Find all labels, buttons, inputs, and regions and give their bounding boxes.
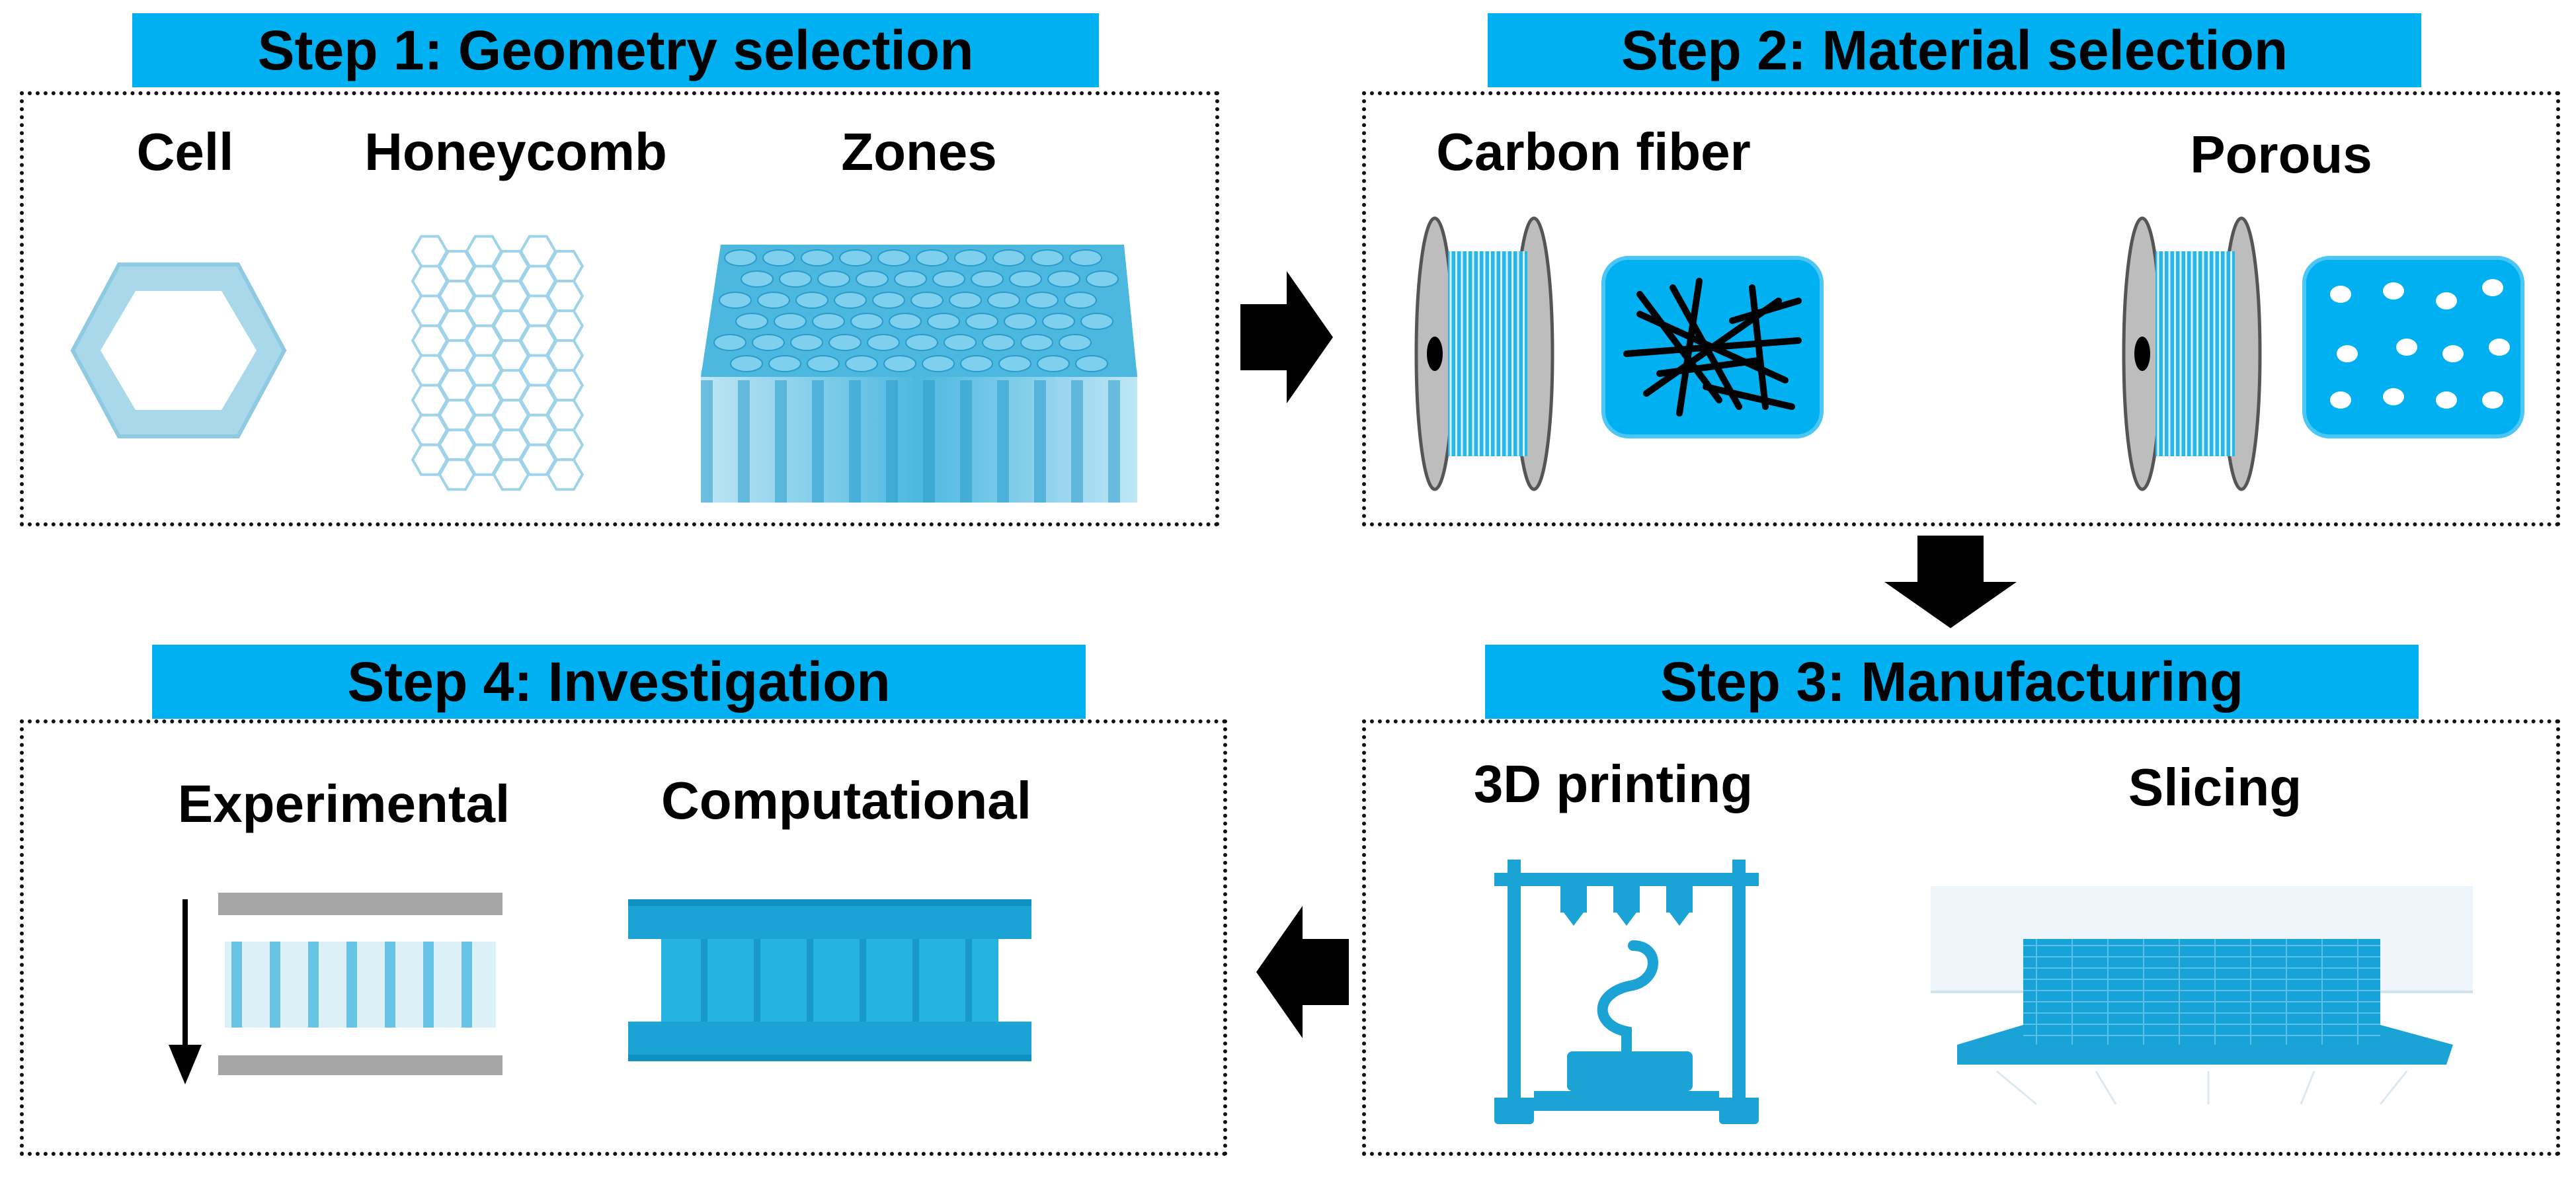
porous-material-icon <box>2302 256 2524 438</box>
computational-label: Computational <box>661 771 1031 830</box>
compression-test-icon <box>169 893 503 1084</box>
simulation-model-icon <box>628 899 1031 1061</box>
step3-panel <box>1362 719 2560 1156</box>
step2-panel <box>1362 91 2560 526</box>
honeycomb-block-icon <box>701 245 1137 503</box>
zones-label: Zones <box>841 122 997 181</box>
step4-panel <box>20 719 1227 1156</box>
step3-title: Step 3: Manufacturing <box>1485 645 2419 719</box>
step1-panel <box>20 91 1219 526</box>
flow-arrow-icon <box>1240 271 1333 403</box>
flow-arrow-icon <box>1256 906 1349 1038</box>
step4-title: Step 4: Investigation <box>152 645 1086 719</box>
honeycomb-label: Honeycomb <box>364 122 667 181</box>
cell-label: Cell <box>136 122 234 181</box>
filament-spool-icon <box>1414 216 1554 491</box>
carbon-fiber-label: Carbon fiber <box>1436 122 1751 181</box>
flow-arrow-icon <box>1884 536 2017 628</box>
honeycomb-grid-icon <box>411 235 584 491</box>
step1-title: Step 1: Geometry selection <box>132 13 1099 87</box>
carbon-fiber-icon <box>1601 256 1824 438</box>
filament-spool-icon <box>2122 216 2262 491</box>
slicing-label: Slicing <box>2128 758 2302 817</box>
step2-title: Step 2: Material selection <box>1488 13 2421 87</box>
porous-label: Porous <box>2190 125 2372 184</box>
3d-printing-label: 3D printing <box>1473 754 1753 813</box>
3d-printer-icon <box>1494 860 1759 1124</box>
sliced-part-icon <box>1931 886 2473 1106</box>
hexagon-cell-icon <box>70 263 287 438</box>
experimental-label: Experimental <box>177 774 510 833</box>
